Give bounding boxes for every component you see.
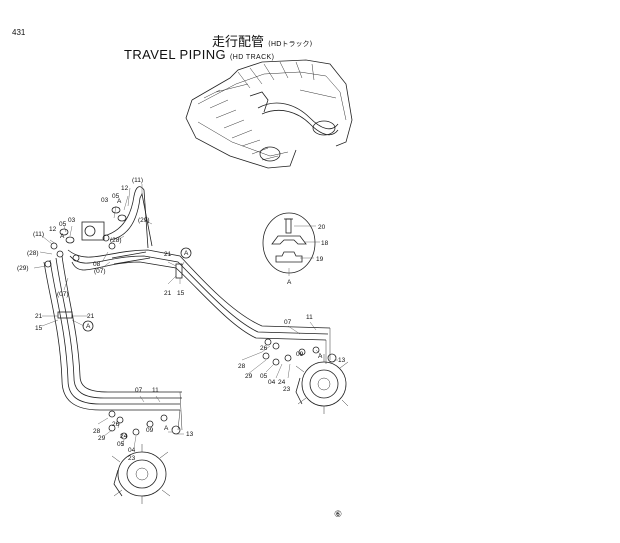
callout-label: 12 (49, 226, 57, 233)
callout-label: 28 (93, 428, 101, 435)
callout-label: 21 (164, 251, 172, 258)
callout-label: (28) (110, 237, 122, 244)
callout-label: 24 (278, 379, 286, 386)
callout-label: 13 (186, 431, 194, 438)
title-japanese: 走行配管 (HDトラック) (212, 36, 312, 49)
callout-label: A (60, 233, 65, 240)
detail-a-clamp: 20 18 19 A (262, 212, 329, 286)
callout-label: 28 (238, 363, 246, 370)
callout-label: 03 (68, 217, 76, 224)
callout-label: A (164, 425, 169, 432)
callout-label: (07) (94, 268, 106, 275)
callout-label: (29) (17, 265, 29, 272)
callout-label: 05 (112, 193, 120, 200)
left-travel-motor (111, 444, 171, 504)
title-english-text: TRAVEL PIPING (124, 47, 227, 62)
callout-label: 26 (260, 345, 268, 352)
callout-label: (11) (33, 231, 44, 238)
callout-label: 21 (35, 313, 43, 320)
callout-label: A (318, 353, 323, 360)
detail-label-18: 18 (321, 240, 329, 247)
page-number: 431 (12, 28, 26, 37)
detail-label-19: 19 (316, 256, 324, 263)
right-travel-motor (295, 354, 349, 414)
callout-label: 08 (93, 261, 101, 268)
callout-label: 04 (128, 447, 136, 454)
callout-label: (11) (132, 177, 143, 184)
callout-label: 21 (164, 290, 172, 297)
title-japanese-sub: (HDトラック) (268, 40, 313, 48)
callout-label: 29 (245, 373, 253, 380)
callout-circles (82, 247, 192, 332)
callout-label: (28) (27, 250, 39, 257)
callout-label: A (117, 198, 122, 205)
callout-label: 15 (177, 290, 185, 297)
part-callouts: (11) 12 05 03 A (29) (28) (07) 08 12 05 … (17, 177, 346, 462)
callout-label: 09 (296, 351, 304, 358)
detail-label-20: 20 (318, 224, 326, 231)
callout-label: A (86, 323, 91, 330)
callout-label: 05 (117, 441, 125, 448)
callout-label: 23 (128, 455, 136, 462)
callout-label: 04 (268, 379, 276, 386)
callout-label: 09 (146, 427, 154, 434)
right-motor-connectors (262, 338, 337, 366)
callout-label: 05 (260, 373, 268, 380)
callout-label: 07 (284, 319, 292, 326)
callout-label: 03 (101, 197, 109, 204)
left-motor-connectors (108, 410, 181, 440)
callout-label: (29) (138, 217, 150, 224)
title-japanese-text: 走行配管 (212, 35, 265, 50)
detail-view-label: A (287, 279, 292, 286)
callout-label: 23 (283, 386, 291, 393)
callout-label: 11 (306, 314, 313, 321)
callout-label: 05 (59, 221, 67, 228)
callout-label: (07) (57, 291, 69, 298)
callout-label: 07 (135, 387, 143, 394)
title-english-sub: (HD TRACK) (230, 54, 275, 61)
callout-label: 24 (120, 433, 128, 440)
callout-label: 15 (35, 325, 43, 332)
callout-label: 11 (152, 387, 159, 394)
track-overview (185, 59, 353, 169)
callout-label: 29 (98, 435, 106, 442)
callout-label: 21 (87, 313, 95, 320)
leader-lines (33, 184, 338, 449)
callout-label: 13 (338, 357, 346, 364)
callout-label: A (184, 250, 189, 257)
hose-bundle (43, 186, 331, 431)
left-connectors (44, 206, 127, 268)
callout-label: 26 (112, 421, 120, 428)
title-english: TRAVEL PIPING (HD TRACK) (124, 48, 274, 61)
callout-label: 12 (121, 185, 129, 192)
page-mark: ⑥ (334, 510, 343, 520)
